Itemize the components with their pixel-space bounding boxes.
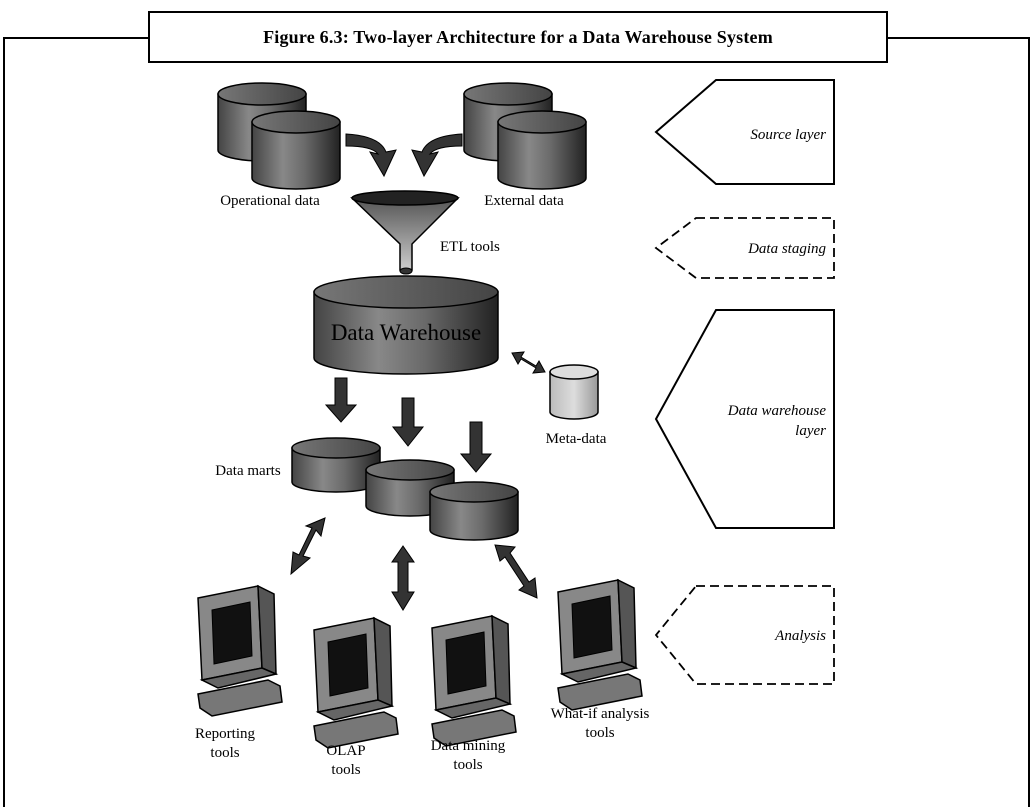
metadata-label: Meta-data bbox=[546, 431, 607, 447]
data-mining-tools-label-line1: Data mining bbox=[431, 738, 506, 754]
olap-computer-icon bbox=[313, 616, 399, 749]
external-data-label: External data bbox=[484, 193, 564, 209]
data-warehouse-layer-label-line1: Data warehouse bbox=[727, 403, 827, 419]
warehouse-to-marts-arrows bbox=[324, 377, 493, 473]
data-warehouse-label: Data Warehouse bbox=[331, 320, 481, 345]
source-layer-label: Source layer bbox=[750, 127, 826, 143]
warehouse-metadata-arrow bbox=[511, 351, 546, 374]
data-staging-label: Data staging bbox=[747, 241, 826, 257]
data-mining-computer-icon bbox=[431, 614, 517, 747]
data-marts-label: Data marts bbox=[215, 463, 281, 479]
marts-to-tools-arrows bbox=[290, 517, 538, 611]
data-warehouse-cylinder bbox=[313, 275, 499, 375]
analysis-label: Analysis bbox=[774, 628, 826, 644]
figure-title-box: Figure 6.3: Two-layer Architecture for a… bbox=[148, 11, 888, 63]
reporting-computer-icon bbox=[197, 584, 283, 717]
olap-tools-label-line1: OLAP bbox=[326, 743, 365, 759]
operational-data-cylinders bbox=[217, 82, 341, 190]
reporting-tools-label-line2: tools bbox=[210, 745, 239, 761]
etl-tools-label: ETL tools bbox=[440, 239, 500, 255]
operational-data-label: Operational data bbox=[220, 193, 320, 209]
what-if-tools-label-line2: tools bbox=[585, 725, 614, 741]
external-data-cylinders bbox=[463, 82, 587, 190]
what-if-tools-label-line1: What-if analysis bbox=[551, 706, 650, 722]
source-to-funnel-arrows bbox=[345, 133, 463, 178]
data-mining-tools-label-line2: tools bbox=[453, 757, 482, 773]
metadata-cylinder bbox=[549, 364, 599, 420]
data-staging-pentagon bbox=[654, 217, 835, 279]
data-marts-cylinders bbox=[291, 437, 519, 541]
reporting-tools-label-line1: Reporting bbox=[195, 726, 255, 742]
source-layer-pentagon bbox=[654, 79, 835, 185]
figure-title: Figure 6.3: Two-layer Architecture for a… bbox=[263, 26, 773, 47]
what-if-computer-icon bbox=[557, 578, 643, 711]
analysis-pentagon bbox=[654, 585, 835, 685]
data-warehouse-layer-pentagon bbox=[654, 309, 835, 529]
data-warehouse-layer-label-line2: layer bbox=[795, 423, 826, 439]
olap-tools-label-line2: tools bbox=[331, 762, 360, 778]
